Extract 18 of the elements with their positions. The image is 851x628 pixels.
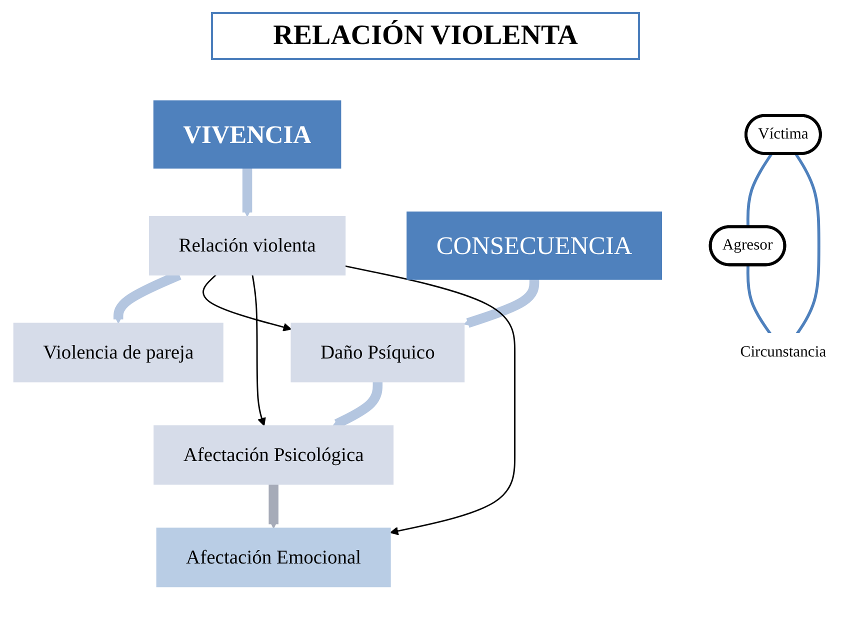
arrow xyxy=(344,266,515,536)
connector xyxy=(746,265,772,336)
arrow xyxy=(463,278,539,328)
node-box: CONSECUENCIA xyxy=(406,212,662,280)
title: RELACIÓN VIOLENTA xyxy=(211,12,640,60)
arrow xyxy=(202,274,292,332)
arrow xyxy=(242,167,252,218)
node-box: Daño Psíquico xyxy=(290,323,464,383)
node-box: Violencia de pareja xyxy=(12,323,223,383)
arrow xyxy=(268,483,278,529)
connector xyxy=(746,153,772,228)
node-box: VIVENCIA xyxy=(152,100,341,169)
node-box: Afectación Emocional xyxy=(156,528,390,588)
node-box: Relación violenta xyxy=(148,216,346,276)
node-text: Circunstancia xyxy=(740,344,826,361)
arrow xyxy=(251,275,266,426)
connector xyxy=(794,153,820,336)
node-box: Afectación Psicológica xyxy=(153,425,394,485)
